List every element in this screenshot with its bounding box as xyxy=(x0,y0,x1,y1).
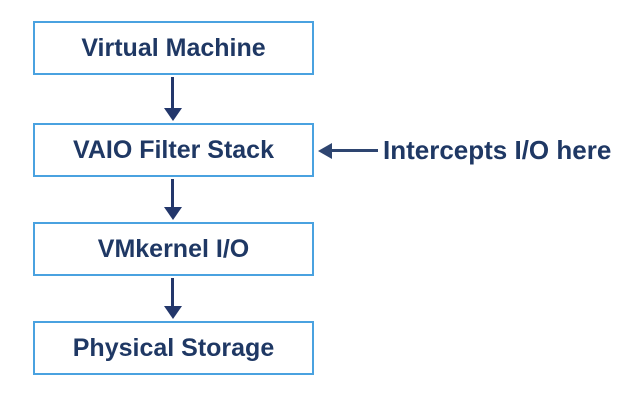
arrow-vmkernel-to-storage-head-icon xyxy=(164,306,182,319)
node-vmkernel-io: VMkernel I/O xyxy=(33,222,314,276)
node-vaio-filter-stack: VAIO Filter Stack xyxy=(33,123,314,177)
arrow-vmkernel-to-storage-line xyxy=(171,278,174,306)
annotation-arrow-line xyxy=(331,149,378,152)
node-vaio-filter-stack-label: VAIO Filter Stack xyxy=(73,135,274,164)
node-physical-storage: Physical Storage xyxy=(33,321,314,375)
annotation-arrow-head-icon xyxy=(318,143,332,159)
node-virtual-machine: Virtual Machine xyxy=(33,21,314,75)
node-vmkernel-io-label: VMkernel I/O xyxy=(97,234,250,263)
arrow-vm-to-vaio-line xyxy=(171,77,174,108)
annotation-intercepts-io: Intercepts I/O here xyxy=(383,135,612,165)
arrow-vaio-to-vmkernel-head-icon xyxy=(164,207,182,220)
node-physical-storage-label: Physical Storage xyxy=(72,333,275,362)
arrow-vaio-to-vmkernel-line xyxy=(171,179,174,207)
node-virtual-machine-label: Virtual Machine xyxy=(81,33,266,62)
arrow-vm-to-vaio-head-icon xyxy=(164,108,182,121)
